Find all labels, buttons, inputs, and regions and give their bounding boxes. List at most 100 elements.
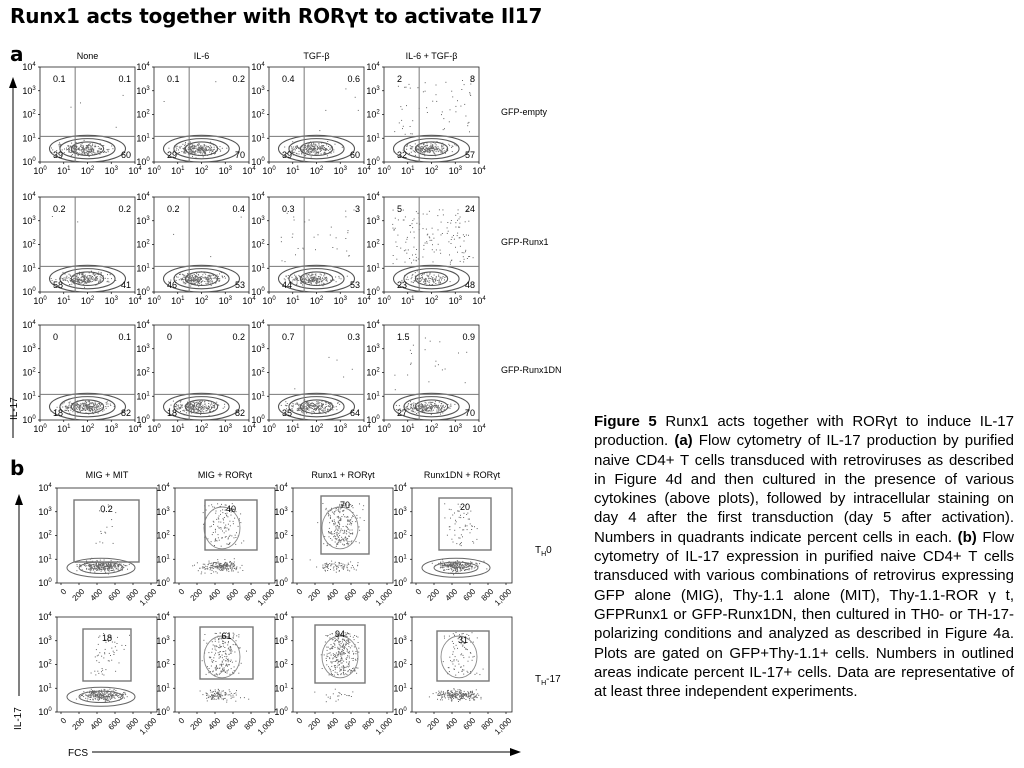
event-dot xyxy=(419,404,421,406)
event-dot xyxy=(173,233,175,235)
event-dot xyxy=(163,101,165,102)
event-dot xyxy=(307,144,308,146)
event-dot xyxy=(94,404,95,406)
gate-percent: 0.2 xyxy=(100,504,113,514)
event-dot xyxy=(192,404,194,406)
event-dot xyxy=(175,406,177,408)
event-dot xyxy=(56,150,58,152)
event-dot xyxy=(309,148,310,150)
event-dot xyxy=(90,280,92,282)
event-dot xyxy=(438,410,440,412)
event-dot xyxy=(459,226,461,228)
event-dot xyxy=(211,569,213,571)
event-dot xyxy=(427,404,429,406)
event-dot xyxy=(340,562,342,564)
event-dot xyxy=(206,148,207,150)
event-dot xyxy=(454,534,456,536)
event-dot xyxy=(198,145,200,147)
event-dot xyxy=(340,565,342,567)
event-dot xyxy=(89,278,91,280)
event-dot xyxy=(432,144,434,146)
event-dot xyxy=(338,526,340,528)
event-dot xyxy=(343,376,345,378)
event-dot xyxy=(338,520,340,522)
event-dot xyxy=(291,281,293,283)
event-dot xyxy=(214,406,216,408)
event-dot xyxy=(296,279,297,281)
x-tick-label: 102 xyxy=(81,424,95,434)
event-dot xyxy=(307,151,309,153)
event-dot xyxy=(201,276,203,278)
event-dot xyxy=(84,152,86,154)
event-dot xyxy=(408,152,410,154)
event-dot xyxy=(294,403,296,405)
event-dot xyxy=(434,401,436,403)
event-dot xyxy=(420,406,422,408)
event-dot xyxy=(348,255,350,256)
event-dot xyxy=(327,409,329,411)
event-dot xyxy=(415,256,417,258)
event-dot xyxy=(449,261,451,263)
x-tick-label: 104 xyxy=(128,296,142,306)
event-dot xyxy=(92,154,94,155)
event-dot xyxy=(312,278,314,280)
x-tick-label: 101 xyxy=(171,166,185,176)
event-dot xyxy=(102,669,104,671)
event-dot xyxy=(96,278,98,280)
event-dot xyxy=(303,278,305,280)
event-dot xyxy=(84,404,86,406)
event-dot xyxy=(205,509,207,511)
event-dot xyxy=(336,533,338,535)
event-dot xyxy=(452,514,454,516)
event-dot xyxy=(108,570,110,572)
event-dot xyxy=(422,409,424,411)
event-dot xyxy=(80,279,82,281)
event-dot xyxy=(327,570,329,571)
event-dot xyxy=(348,543,350,545)
density-contour xyxy=(321,506,359,550)
event-dot xyxy=(433,251,435,253)
event-dot xyxy=(222,537,223,539)
event-dot xyxy=(217,559,219,561)
event-dot xyxy=(129,634,130,636)
event-dot xyxy=(118,565,120,567)
event-dot xyxy=(306,408,308,410)
quadrant-value: 70 xyxy=(465,408,475,418)
event-dot xyxy=(454,567,456,569)
event-dot xyxy=(192,406,194,408)
event-dot xyxy=(213,571,215,573)
event-dot xyxy=(204,276,206,278)
event-dot xyxy=(179,147,181,149)
event-dot xyxy=(429,237,431,239)
event-dot xyxy=(181,151,183,153)
event-dot xyxy=(434,148,436,150)
event-dot xyxy=(397,234,399,236)
event-dot xyxy=(410,151,412,153)
event-dot xyxy=(93,404,95,406)
event-dot xyxy=(189,403,191,405)
event-dot xyxy=(78,406,80,408)
event-dot xyxy=(98,408,100,410)
event-dot xyxy=(88,152,90,154)
event-dot xyxy=(172,150,174,152)
y-tick-label: 103 xyxy=(136,216,150,226)
event-dot xyxy=(451,565,453,567)
event-dot xyxy=(89,407,91,409)
event-dot xyxy=(211,281,213,283)
event-dot xyxy=(310,145,312,147)
event-dot xyxy=(192,145,194,147)
event-dot xyxy=(326,566,328,568)
event-dot xyxy=(194,280,196,282)
event-dot xyxy=(311,404,313,406)
x-tick-label: 101 xyxy=(171,424,185,434)
event-dot xyxy=(308,405,310,407)
event-dot xyxy=(351,505,352,507)
event-dot xyxy=(466,525,468,527)
event-dot xyxy=(210,256,212,258)
event-dot xyxy=(346,526,348,528)
event-dot xyxy=(179,407,181,409)
event-dot xyxy=(424,409,426,411)
event-dot xyxy=(209,282,211,284)
event-dot xyxy=(88,405,90,407)
event-dot xyxy=(413,406,415,408)
